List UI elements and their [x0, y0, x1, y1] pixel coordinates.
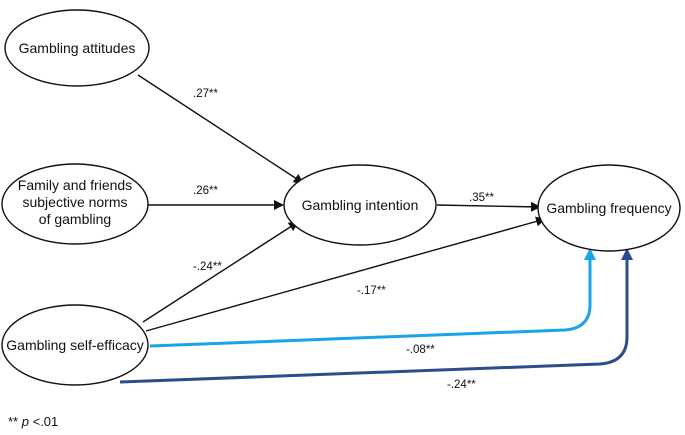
footnote-stars: ** — [8, 414, 18, 429]
coef-efficacy-frequency-dark: -.24** — [447, 379, 476, 391]
coef-efficacy-frequency-light: -.08** — [406, 344, 435, 356]
node-label: subjective norms — [22, 194, 127, 210]
footnote: ** p <.01 — [8, 414, 58, 429]
node-label: of gambling — [39, 211, 111, 227]
node-gambling-self-efficacy: Gambling self-efficacy — [1, 304, 149, 386]
node-label: Family and friends — [18, 177, 132, 193]
edge-attitudes-intention — [137, 74, 304, 184]
coef-attitudes-intention: .27** — [193, 88, 218, 100]
node-family-friends-norms: Family and friends subjective norms of g… — [1, 163, 149, 245]
edge-efficacy-frequency-light — [149, 248, 596, 348]
node-label: Gambling intention — [302, 197, 419, 213]
coef-efficacy-frequency: -.17** — [357, 285, 386, 297]
node-label: Gambling attitudes — [19, 40, 136, 56]
edge-intention-frequency — [436, 201, 541, 212]
edge-efficacy-frequency-dark — [119, 248, 633, 384]
node-label: Gambling frequency — [546, 200, 671, 216]
footnote-threshold: <.01 — [29, 414, 58, 429]
coef-efficacy-intention: -.24** — [193, 261, 222, 273]
node-gambling-frequency: Gambling frequency — [537, 164, 681, 252]
node-gambling-attitudes: Gambling attitudes — [4, 9, 150, 87]
coef-intention-frequency: .35** — [469, 192, 494, 204]
edge-efficacy-frequency — [145, 216, 546, 332]
node-gambling-intention: Gambling intention — [283, 164, 437, 246]
footnote-p: p — [21, 414, 29, 429]
edge-efficacy-intention — [142, 221, 299, 323]
node-label: Gambling self-efficacy — [6, 337, 143, 353]
coef-norms-intention: .26** — [193, 185, 218, 197]
